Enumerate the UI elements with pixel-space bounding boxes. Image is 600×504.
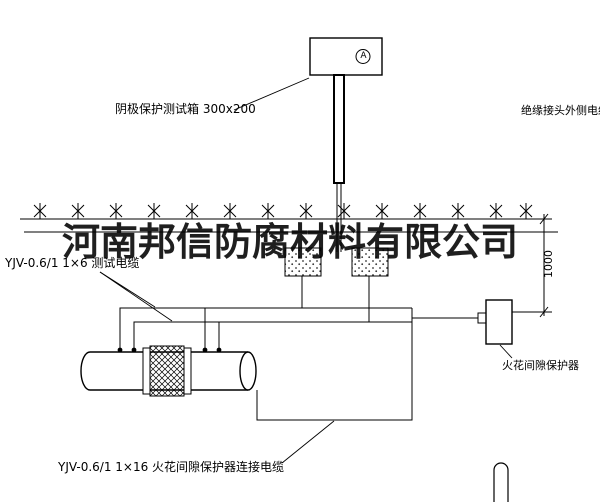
conduit-casing — [333, 74, 345, 184]
dimension-1000-text: 1000 — [542, 250, 555, 278]
pipe-right-cap — [239, 351, 257, 391]
cable-wiring — [119, 276, 478, 421]
test-box-label: 阴极保护测试箱 300x200 — [115, 102, 256, 116]
spark-gap-protector — [477, 299, 513, 345]
leader-connection-cable — [281, 420, 335, 464]
cable-terminals — [117, 347, 222, 353]
joint-flange-right — [183, 347, 192, 395]
leader-spark-protector — [499, 344, 513, 359]
connection-cable-label: YJV-0.6/1 1×16 火花间隙保护器连接电缆 — [58, 460, 285, 474]
ammeter-circle — [355, 49, 371, 64]
dimension-1000 — [512, 213, 552, 318]
ammeter-letter: A — [360, 51, 367, 61]
leader-test-cable-2 — [99, 271, 173, 322]
leader-lines — [99, 77, 513, 464]
pipe-left-cap — [80, 351, 91, 391]
insulating-joint — [142, 345, 192, 397]
insulated-joint-cable-label: 绝缘接头外侧电缆 — [521, 104, 600, 117]
buried-cable-pair — [336, 183, 342, 252]
test-cable-label: YJV-0.6/1 1×6 测试电缆 — [5, 256, 140, 270]
concrete-blocks — [284, 247, 389, 277]
leader-test-box — [233, 77, 310, 111]
company-watermark: 河南邦信防腐材料有限公司 — [62, 219, 519, 264]
joint-flange-left — [142, 347, 151, 395]
pipeline — [80, 351, 257, 391]
spark-gap-protector-label: 火花间隙保护器 — [502, 359, 579, 372]
riser-symbol — [493, 462, 509, 502]
test-box — [309, 37, 383, 76]
